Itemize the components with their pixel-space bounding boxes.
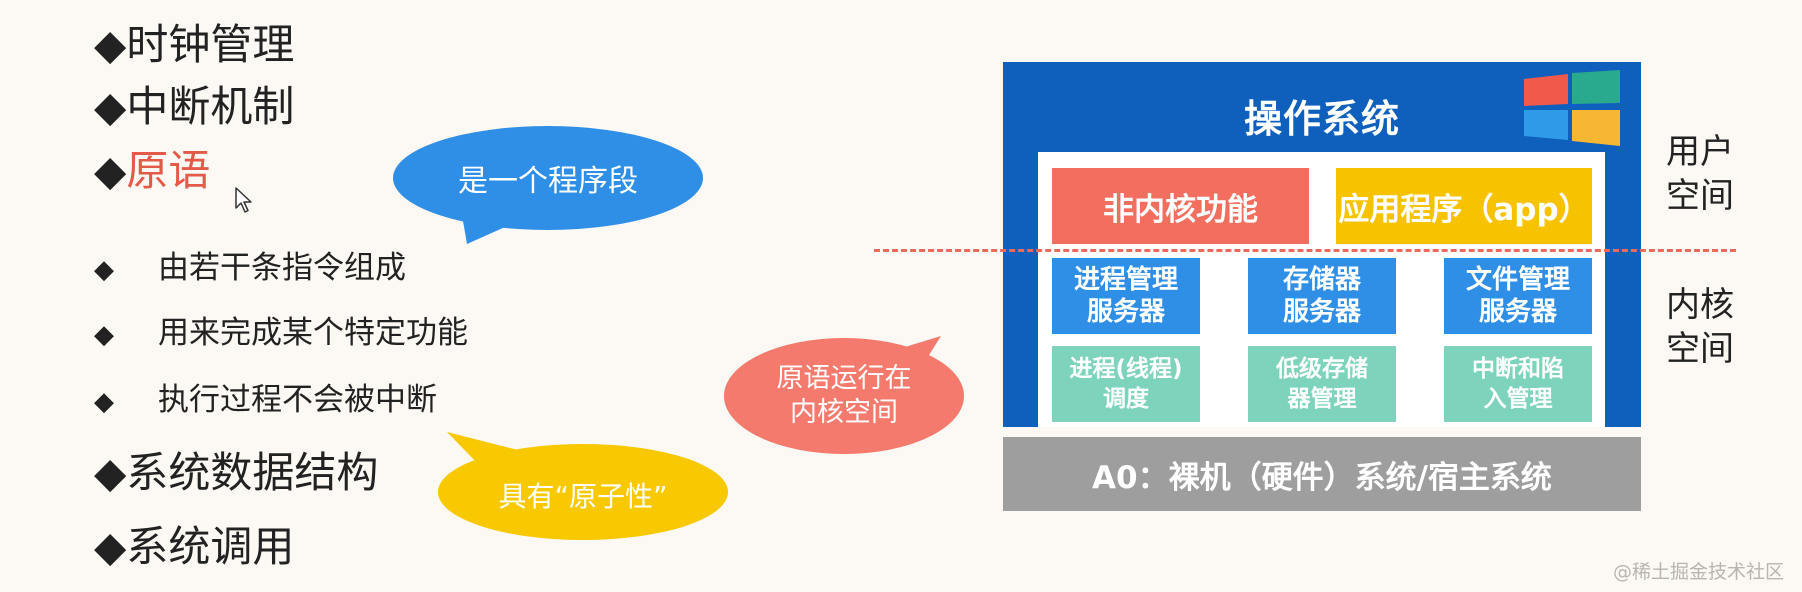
storage-server-line1: 存储器 xyxy=(1282,265,1361,295)
diamond-bullet-icon: ◆ xyxy=(94,82,127,131)
list-item-text: 中断机制 xyxy=(126,82,295,131)
list-item-text: 由若干条指令组成 xyxy=(158,250,406,286)
bubble-atomicity-text: 具有“原子性” xyxy=(498,480,668,513)
list-item-text: 系统数据结构 xyxy=(126,448,379,497)
list-subitem-instructions: ◆ 由若干条指令组成 xyxy=(94,248,406,290)
storage-server-box: 存储器服务器 xyxy=(1248,258,1396,334)
hardware-layer-box: A0：裸机（硬件）系统/宿主系统 xyxy=(1003,437,1641,511)
bubble-kernel-space-line1: 原语运行在 xyxy=(776,363,912,394)
user-space-line1: 用户 xyxy=(1666,132,1734,172)
file-server-box: 文件管理服务器 xyxy=(1444,258,1592,334)
list-item-text: 时钟管理 xyxy=(126,20,295,69)
process-server-box: 进程管理服务器 xyxy=(1052,258,1200,334)
diamond-bullet-icon: ◆ xyxy=(94,255,114,285)
interrupt-trap-line2: 入管理 xyxy=(1483,386,1553,412)
user-kernel-boundary-line xyxy=(874,249,1736,252)
kernel-space-label: 内核 空间 xyxy=(1666,283,1746,371)
bubble-kernel-space-text: 原语运行在 内核空间 xyxy=(724,362,964,430)
process-server-line1: 进程管理 xyxy=(1073,265,1178,295)
list-subitem-uninterruptible: ◆ 执行过程不会被中断 xyxy=(94,380,437,422)
list-subitem-function: ◆ 用来完成某个特定功能 xyxy=(94,313,468,355)
non-kernel-functions-box: 非内核功能 xyxy=(1052,168,1309,244)
watermark: @稀土掘金技术社区 xyxy=(1612,561,1784,583)
list-item-primitive: ◆原语 xyxy=(94,146,210,196)
user-space-line2: 空间 xyxy=(1666,176,1734,216)
bubble-program-segment-text: 是一个程序段 xyxy=(458,164,638,199)
list-item-text: 原语 xyxy=(126,146,211,195)
bubble-kernel-space-line2: 内核空间 xyxy=(790,397,898,428)
diamond-bullet-icon: ◆ xyxy=(94,522,127,571)
scheduling-box: 进程(线程) 调度 xyxy=(1052,346,1200,422)
user-space-label: 用户 空间 xyxy=(1666,130,1746,218)
bubble-atomicity: 具有“原子性” xyxy=(438,428,728,540)
bubble-kernel-space-shape xyxy=(724,336,964,454)
list-item-text: 用来完成某个特定功能 xyxy=(158,315,468,351)
diamond-bullet-icon: ◆ xyxy=(94,146,127,195)
low-level-storage-box: 低级存储器管理 xyxy=(1248,346,1396,422)
bubble-program-segment: 是一个程序段 xyxy=(393,126,703,246)
list-item-text: 系统调用 xyxy=(126,522,295,571)
application-box: 应用程序（app） xyxy=(1336,168,1592,244)
process-server-line2: 服务器 xyxy=(1086,297,1165,327)
bubble-atomicity-shape xyxy=(438,432,728,540)
list-item-text: 执行过程不会被中断 xyxy=(158,382,437,418)
low-level-storage-line2: 器管理 xyxy=(1287,386,1357,412)
file-server-line1: 文件管理 xyxy=(1465,265,1570,295)
non-kernel-functions-label: 非内核功能 xyxy=(1103,191,1258,228)
file-server-line2: 服务器 xyxy=(1478,297,1557,327)
low-level-storage-line1: 低级存储 xyxy=(1276,356,1368,382)
diamond-bullet-icon: ◆ xyxy=(94,387,114,417)
list-item-interrupt-mechanism: ◆中断机制 xyxy=(94,82,294,132)
kernel-space-line2: 空间 xyxy=(1666,329,1734,369)
application-label: 应用程序（app） xyxy=(1338,191,1590,228)
interrupt-trap-line1: 中断和陷 xyxy=(1472,356,1564,382)
bubble-program-segment-shape xyxy=(393,126,703,244)
hardware-layer-label: A0：裸机（硬件）系统/宿主系统 xyxy=(1092,459,1552,496)
mouse-cursor-icon xyxy=(235,187,252,213)
interrupt-trap-box: 中断和陷入管理 xyxy=(1444,346,1592,422)
list-item-system-data-structures: ◆系统数据结构 xyxy=(94,448,378,498)
bubble-kernel-space: 原语运行在 内核空间 xyxy=(724,330,964,454)
list-item-clock-management: ◆时钟管理 xyxy=(94,20,294,70)
kernel-space-line1: 内核 xyxy=(1666,285,1734,325)
scheduling-line2: 调度 xyxy=(1103,386,1149,412)
storage-server-line2: 服务器 xyxy=(1282,297,1361,327)
diamond-bullet-icon: ◆ xyxy=(94,20,127,69)
scheduling-line1: 进程(线程) xyxy=(1069,356,1183,382)
diamond-bullet-icon: ◆ xyxy=(94,448,127,497)
os-title: 操作系统 xyxy=(1243,97,1400,141)
windows-logo-icon xyxy=(1524,70,1620,146)
list-item-system-calls: ◆系统调用 xyxy=(94,522,294,572)
diamond-bullet-icon: ◆ xyxy=(94,320,114,350)
